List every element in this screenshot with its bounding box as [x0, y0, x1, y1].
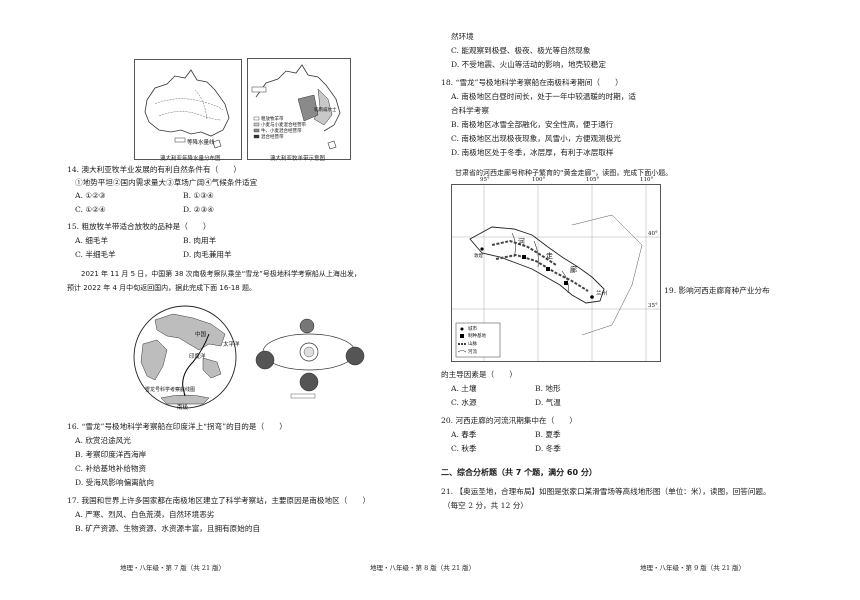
q16-option-d: D. 受海风影响偏离航向: [75, 478, 154, 487]
australia-rainfall-map: 等降水量线: [134, 59, 242, 160]
sheep-belt-svg: [251, 64, 341, 150]
q17-option-b-line2: 然环境: [451, 32, 474, 41]
q17-option-d: D. 不受地震、火山等活动的影响，地壳较稳定: [451, 60, 606, 69]
q20-option-a: A. 春季: [451, 430, 477, 439]
rainfall-legend: 等降水量线: [187, 140, 215, 146]
q18-option-c: C. 南极地区出现极夜现象，风雪小，方便观测极光: [451, 134, 621, 143]
q15-stem: 15. 粗放牧羊带适合放牧的品种是（ ）: [67, 222, 211, 231]
sheep-belt-caption: 澳大利亚牧羊带示意图: [270, 156, 326, 162]
q19-stem-line1: 19. 影响河西走廊育种产业分布: [664, 286, 770, 295]
footer-page-7: 地理・八年级・第 7 版（共 21 版）: [120, 564, 226, 572]
route-caption: 雪龙号科学考察航线图: [145, 387, 196, 393]
q18-option-b: B. 南极地区冰雪全部融化，安全性高，便于通行: [451, 120, 614, 129]
q15-option-a: A. 细毛羊: [75, 236, 109, 245]
q14-option-c: C. ①②④: [75, 205, 106, 214]
australia-rainfall-svg: [144, 69, 230, 149]
q16-option-a: A. 欣赏沿途风光: [75, 436, 131, 445]
q14-option-a: A. ①②③: [75, 191, 106, 200]
q16-stem: 16. “雪龙”号极地科学考察船在印度洋上“拐弯”的目的是（ ）: [67, 422, 287, 431]
q18-stem: 18. “雪龙”号极地科学考察船在南极科考期间（ ）: [441, 78, 623, 87]
legend-river: 河流: [468, 350, 477, 355]
q17-stem: 17. 我国和世界上许多国家都在南极地区建立了科学考察站，主要原因是南极地区（ …: [67, 496, 371, 505]
q14-option-d: D. ②③④: [183, 205, 215, 214]
map-label-zou: 走: [546, 252, 553, 260]
q19-option-c: C. 水源: [451, 398, 477, 407]
q18-option-a-line2: 合科学考察: [451, 106, 489, 115]
q21-line2: （每空 2 分，共 12 分）: [443, 501, 528, 510]
q20-option-d: D. 冬季: [535, 444, 561, 453]
globe-route-figure: 中国 印度洋 南极 太平洋 雪龙号科学考察航线图: [133, 300, 368, 414]
q19-option-d: D. 气温: [535, 398, 561, 407]
rainfall-caption: 澳大利亚年降水量分布图: [160, 156, 221, 162]
q20-option-c: C. 秋季: [451, 444, 477, 453]
q19-option-a: A. 土壤: [451, 384, 477, 393]
intro19: 甘肃省的河西走廊号称种子繁育的“黄金走廊”，读图，完成下面小题。: [455, 169, 673, 177]
q18-option-d: D. 南极地区处于冬季，冰层厚，有利于冰层取样: [451, 148, 614, 157]
globe-route-svg: [133, 305, 365, 409]
lat-35: 35°: [648, 303, 658, 309]
lat-40: 40°: [648, 231, 658, 237]
map-label-lang: 廊: [570, 266, 577, 274]
intro16-line2: 预计 2022 年 4 月中旬返回国内，据此完成下面 16-18 题。: [67, 284, 256, 292]
q14-conditions: ①地势平坦②国内需求量大③草场广阔④气候条件适宜: [75, 178, 258, 187]
q19-stem-line2: 的主导因素是（ ）: [441, 370, 517, 379]
q20-option-b: B. 夏季: [535, 430, 561, 439]
q15-option-d: D. 肉毛兼用羊: [183, 250, 232, 259]
q14-option-b: B. ①③④: [183, 191, 214, 200]
q19-option-b: B. 地形: [535, 384, 561, 393]
intro16-line1: 2021 年 11 月 5 日，中国第 38 次南极考察队乘坐“雪龙”号极地科学…: [81, 270, 361, 278]
map-label-lanzhou: 兰州: [596, 291, 608, 297]
lon-110: 110°: [640, 177, 654, 183]
q18-option-a-line1: A. 南极地区白昼时间长，处于一年中较温暖的时期，适: [451, 92, 636, 101]
globe-label-antarctica: 南极: [177, 405, 189, 411]
map-label-he: 河: [518, 238, 525, 246]
q17-option-c: C. 能观察到极昼、极夜、极光等自然现象: [451, 46, 591, 55]
hexi-map-svg: [452, 185, 660, 361]
section2-heading: 二、综合分析题（共 7 个题，满分 60 分）: [441, 468, 597, 477]
q14-stem: 14. 澳大利亚牧羊业发展的有利自然条件有（ ）: [67, 165, 241, 174]
q17-option-a: A. 严寒、烈风、白色荒漠，自然环境恶劣: [75, 510, 215, 519]
q20-stem: 20. 河西走廊的河流汛期集中在（ ）: [441, 416, 577, 425]
legend-city: 城市: [468, 327, 477, 332]
sheep-legend-2: 小麦与小麦混合经营带: [261, 123, 306, 128]
footer-page-9: 地理・八年级・第 9 版（共 21 版）: [640, 564, 746, 572]
australia-sheep-belt-map: 粗放牧羊带 小麦与小麦混合经营带 牛、小麦混合经营带 混合经营带 新南威尔士: [247, 58, 351, 160]
hexi-corridor-map: 95° 100° 105° 110° 40° 35° 河 走 廊 兰州 敦煌 城…: [451, 177, 661, 362]
legend-seed-base: 制种基地: [468, 334, 486, 339]
q15-option-b: B. 肉用羊: [183, 236, 217, 245]
new-south-wales-label: 新南威尔士: [314, 108, 337, 113]
lon-95: 95°: [480, 177, 490, 183]
footer-page-8: 地理・八年级・第 8 版（共 21 版）: [370, 564, 476, 572]
sheep-legend-3: 牛、小麦混合经营带: [261, 129, 302, 134]
q16-option-b: B. 考察印度洋西海岸: [75, 450, 147, 459]
q16-option-c: C. 补给基地补给物资: [75, 464, 147, 473]
q21-line1: 21. 【奥运圣地，合理布局】如图是张家口某滑雪场等高线地形图（单位：米），读图…: [441, 487, 771, 496]
sheep-legend-4: 混合经营带: [261, 135, 284, 140]
lon-105: 105°: [586, 177, 600, 183]
sheep-legend-1: 粗放牧羊带: [261, 117, 284, 122]
globe-label-china: 中国: [195, 332, 207, 338]
legend-mountain: 山脉: [468, 342, 477, 347]
q17-option-b-line1: B. 矿产资源、生物资源、水资源丰富，且拥有原始的自: [75, 524, 261, 533]
q15-option-c: C. 半细毛羊: [75, 250, 116, 259]
lon-100: 100°: [532, 177, 546, 183]
globe-label-indian-ocean: 印度洋: [189, 354, 206, 360]
globe-label-pacific: 太平洋: [223, 342, 240, 348]
map-label-dunhuang: 敦煌: [474, 254, 483, 259]
